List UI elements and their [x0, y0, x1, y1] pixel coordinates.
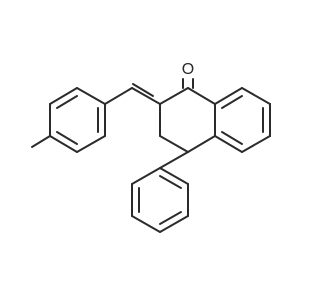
carbonyl-oxygen-label: O [182, 61, 194, 78]
tolyl-bond-5 [76, 135, 106, 153]
exocyclic-double-bond-outer [131, 87, 161, 105]
phenyl-bond-1 [159, 167, 189, 185]
phenyl-inner-bond-b [159, 211, 182, 225]
exocyclic-double-bond-inner [132, 83, 154, 97]
benzo-bond-4 [241, 135, 271, 153]
tolyl-bond-1 [76, 87, 106, 105]
benzo-bond-2 [241, 87, 271, 105]
ring-c1-c8a-bond [187, 87, 216, 105]
benzo-bond-5 [214, 135, 243, 153]
phenyl-bond-4 [131, 215, 161, 233]
phenyl-bond-3 [159, 215, 189, 233]
benzo-inner-bond-c [221, 131, 243, 145]
phenyl-bond-6 [131, 167, 161, 185]
oxygen-label-mask [176, 58, 200, 82]
tolyl-inner-bond-a [56, 95, 78, 109]
phenyl-inner-bond-a [159, 175, 182, 189]
benzo-inner-bond-a [221, 95, 243, 109]
tolyl-bond-4 [49, 135, 78, 153]
vinyl-aryl-bond [104, 87, 133, 105]
ring-c3-c4-bond [159, 135, 189, 153]
tolyl-inner-bond-b [56, 131, 78, 145]
benzo-bond-1 [214, 87, 243, 105]
c4-phenyl-bond [159, 151, 189, 169]
tolyl-bond-2 [49, 87, 78, 105]
ring-c1-c2-bond [159, 87, 189, 105]
molecule-structure-diagram: O [31, 58, 271, 233]
methyl-bond [31, 135, 51, 148]
ring-c4-c4a-bond [187, 135, 216, 153]
